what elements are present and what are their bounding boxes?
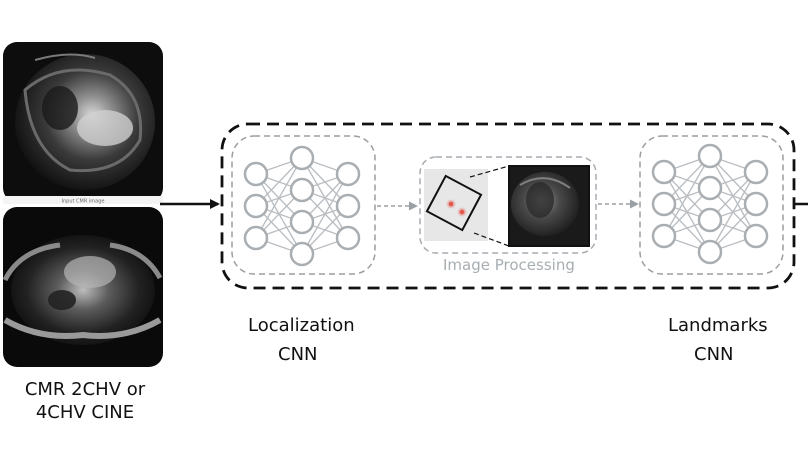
- network-node: [289, 209, 315, 235]
- network-node: [335, 193, 361, 219]
- network-node: [743, 223, 769, 249]
- landmarks-caption-line2: CNN: [694, 344, 734, 365]
- localization-cnn-network: [243, 145, 361, 267]
- network-edge: [301, 173, 349, 255]
- cropped-heart-image: [508, 165, 590, 247]
- network-node: [743, 191, 769, 217]
- landmarks-cnn-network: [651, 143, 769, 265]
- network-node: [289, 145, 315, 171]
- network-node: [697, 175, 723, 201]
- landmarks-caption: Landmarks CNN: [668, 311, 768, 369]
- network-edge: [663, 155, 711, 237]
- network-node: [651, 159, 677, 185]
- localized-heart-thumbnail: [424, 169, 488, 241]
- network-node: [651, 223, 677, 249]
- network-node: [697, 143, 723, 169]
- image-processing-label: Image Processing: [443, 256, 575, 274]
- image-processing-box: [419, 156, 597, 254]
- localization-caption: Localization CNN: [248, 311, 355, 369]
- localization-caption-line1: Localization: [248, 315, 355, 336]
- network-node: [697, 207, 723, 233]
- localization-caption-line2: CNN: [278, 344, 318, 365]
- network-node: [243, 225, 269, 251]
- network-node: [697, 239, 723, 265]
- network-node: [651, 191, 677, 217]
- landmarks-cnn-box: [639, 135, 784, 275]
- input-caption-line1: CMR 2CHV or: [24, 379, 146, 400]
- input-mri-2chv: Input CMR image: [3, 42, 163, 205]
- network-edge: [255, 157, 303, 239]
- network-node: [335, 225, 361, 251]
- landmarks-caption-line1: Landmarks: [668, 315, 768, 336]
- network-node: [289, 177, 315, 203]
- input-mri-4chv: [2, 207, 163, 367]
- network-edge: [709, 171, 757, 253]
- pipeline-box: [220, 122, 796, 290]
- network-node: [743, 159, 769, 185]
- network-node: [243, 193, 269, 219]
- input-caption-line2: 4CHV CINE: [35, 402, 135, 423]
- network-node: [289, 241, 315, 267]
- localization-cnn-box: [231, 135, 376, 275]
- input-caption: CMR 2CHV or 4CHV CINE: [10, 378, 160, 424]
- network-node: [243, 161, 269, 187]
- input-image-caption: Input CMR image: [62, 199, 105, 205]
- network-node: [335, 161, 361, 187]
